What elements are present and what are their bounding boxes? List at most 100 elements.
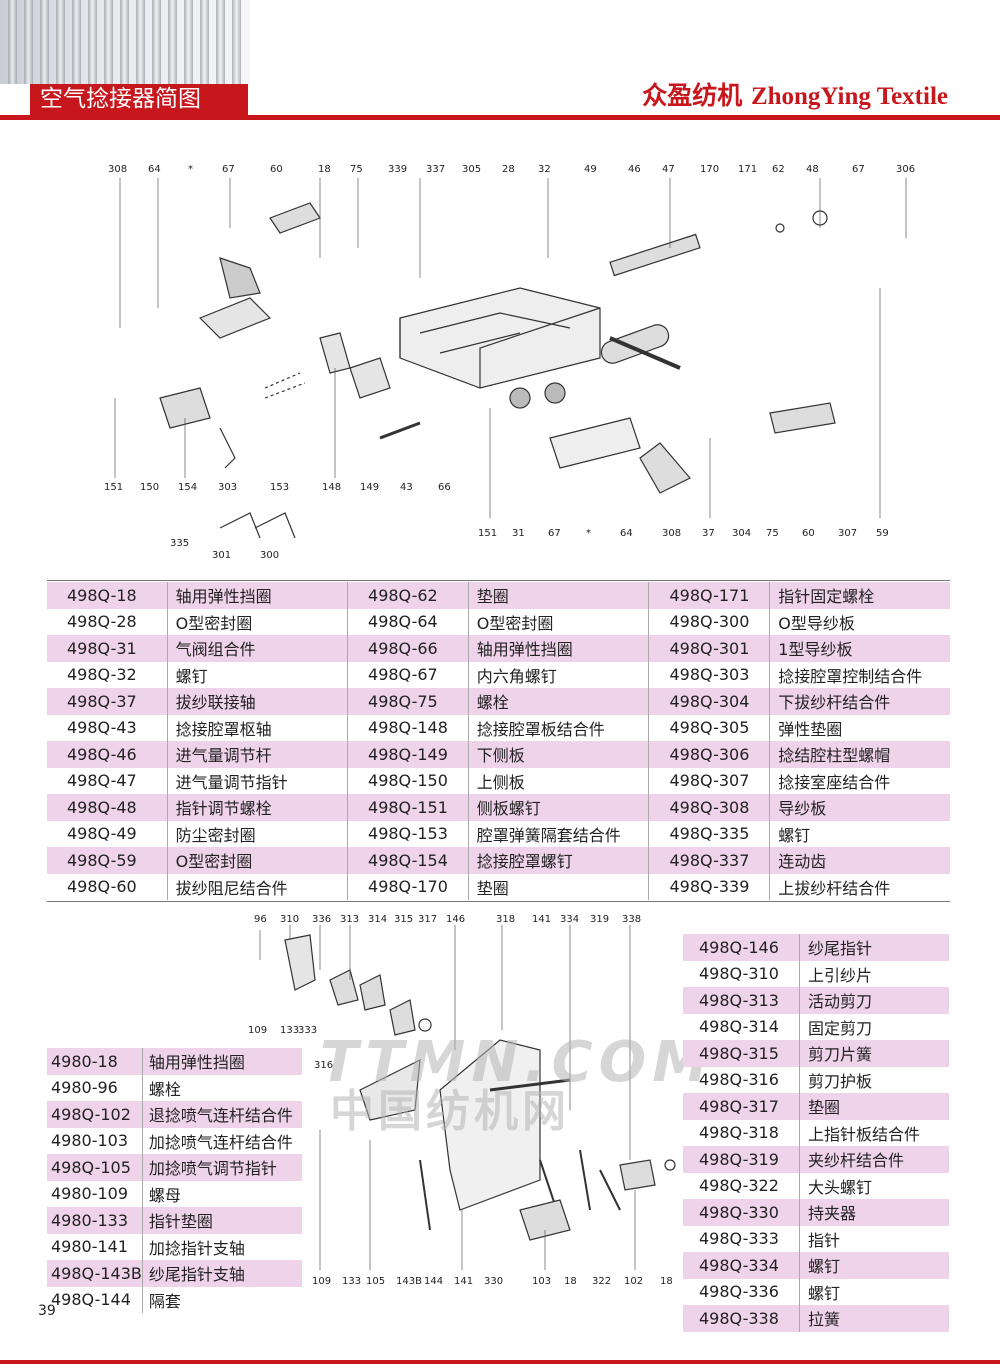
part-name: 连动齿 — [769, 847, 950, 874]
callout-label: 301 — [212, 550, 232, 561]
callout-label: 333 — [298, 1025, 318, 1036]
part-code: 498Q-301 — [648, 635, 770, 662]
part-code: 498Q-146 — [683, 934, 800, 961]
callout-label: 151 — [104, 482, 124, 493]
callout-label: 60 — [270, 164, 283, 175]
callout-label: 133 — [342, 1276, 362, 1287]
callout-label: 43 — [400, 482, 413, 493]
part-code: 498Q-170 — [347, 873, 469, 900]
part-name: 进气量调节杆 — [166, 741, 348, 768]
part-name: 轴用弹性挡圈 — [467, 635, 649, 662]
table-top-rule — [47, 580, 950, 581]
part-code: 498Q-62 — [347, 582, 469, 609]
part-name: 拔纱联接轴 — [166, 688, 348, 715]
part-name: 大头螺钉 — [799, 1172, 949, 1199]
callout-label: 37 — [702, 528, 715, 539]
callout-label: 322 — [592, 1276, 612, 1287]
callout-label: 319 — [590, 914, 610, 925]
part-code: 498Q-316 — [699, 1070, 779, 1090]
callout-label: 105 — [366, 1276, 386, 1287]
part-code: 498Q-306 — [648, 741, 770, 768]
callout-label: * — [188, 164, 193, 175]
part-code: 4980-18 — [47, 1048, 143, 1075]
part-name: 1型导纱板 — [769, 635, 950, 662]
table-row: 4980-103 加捻喷气连杆结合件 — [47, 1127, 302, 1154]
part-code: 4980-109 — [51, 1184, 129, 1204]
part-code: 498Q-153 — [347, 820, 469, 847]
part-code: 498Q-67 — [347, 661, 469, 688]
brand-en: ZhongYing Textile — [750, 83, 948, 110]
part-name: 上侧板 — [467, 767, 649, 794]
callout-label: 316 — [314, 1060, 334, 1071]
callout-label: 62 — [772, 164, 785, 175]
header-photo — [0, 0, 250, 84]
part-name: 上拔纱杆结合件 — [769, 873, 950, 900]
callout-label: 75 — [350, 164, 363, 175]
part-name: 加捻喷气调节指针 — [141, 1154, 302, 1181]
part-code: 498Q-304 — [648, 688, 770, 715]
callout-label: 330 — [484, 1276, 504, 1287]
part-code: 498Q-322 — [699, 1176, 779, 1196]
part-code: 498Q-335 — [648, 820, 770, 847]
part-code: 498Q-334 — [683, 1252, 800, 1279]
page-number: 39 — [38, 1303, 56, 1319]
part-name: 指针固定螺栓 — [769, 582, 950, 609]
callout-label: 304 — [732, 528, 752, 539]
callout-label: 48 — [806, 164, 819, 175]
callout-label: 308 — [108, 164, 128, 175]
part-name: 剪刀片簧 — [799, 1040, 949, 1067]
brand-cn: 众盈纺机 — [642, 81, 743, 110]
callout-label: 18 — [318, 164, 331, 175]
table-row: 4980-109 螺母 — [47, 1180, 302, 1207]
part-code: 4980-103 — [51, 1131, 129, 1151]
part-code: 498Q-336 — [699, 1282, 779, 1302]
callout-label: 146 — [446, 914, 466, 925]
part-code: 498Q-151 — [347, 794, 469, 821]
part-name: 腔罩弹簧隔套结合件 — [467, 820, 649, 847]
part-name: 轴用弹性挡圈 — [141, 1048, 302, 1075]
part-name: 下拔纱杆结合件 — [769, 688, 950, 715]
callout-label: 303 — [218, 482, 238, 493]
part-name: 捻接腔罩控制结合件 — [769, 661, 950, 688]
callout-label: 151 — [478, 528, 498, 539]
callout-label: 18 — [564, 1276, 577, 1287]
callout-label: 60 — [802, 528, 815, 539]
part-code: 498Q-317 — [683, 1093, 800, 1120]
part-name: 螺栓 — [467, 688, 649, 715]
part-name: O型密封圈 — [166, 847, 348, 874]
part-name: 进气量调节指针 — [166, 767, 348, 794]
callout-label: 171 — [738, 164, 758, 175]
callout-label: 335 — [170, 538, 190, 549]
header-rule — [0, 115, 1000, 120]
callout-label: 46 — [628, 164, 641, 175]
callout-label: 334 — [560, 914, 580, 925]
part-name: 螺钉 — [799, 1252, 949, 1279]
part-name: 捻接室座结合件 — [769, 767, 950, 794]
part-code: 498Q-310 — [699, 964, 779, 984]
part-code: 498Q-60 — [67, 877, 137, 897]
callout-label: 133 — [280, 1025, 300, 1036]
part-name: 螺母 — [141, 1180, 302, 1207]
part-name: 螺钉 — [769, 820, 950, 847]
part-name: 加捻喷气连杆结合件 — [141, 1127, 302, 1154]
diagram-1-drawing — [114, 178, 907, 539]
part-code: 498Q-59 — [47, 847, 168, 874]
